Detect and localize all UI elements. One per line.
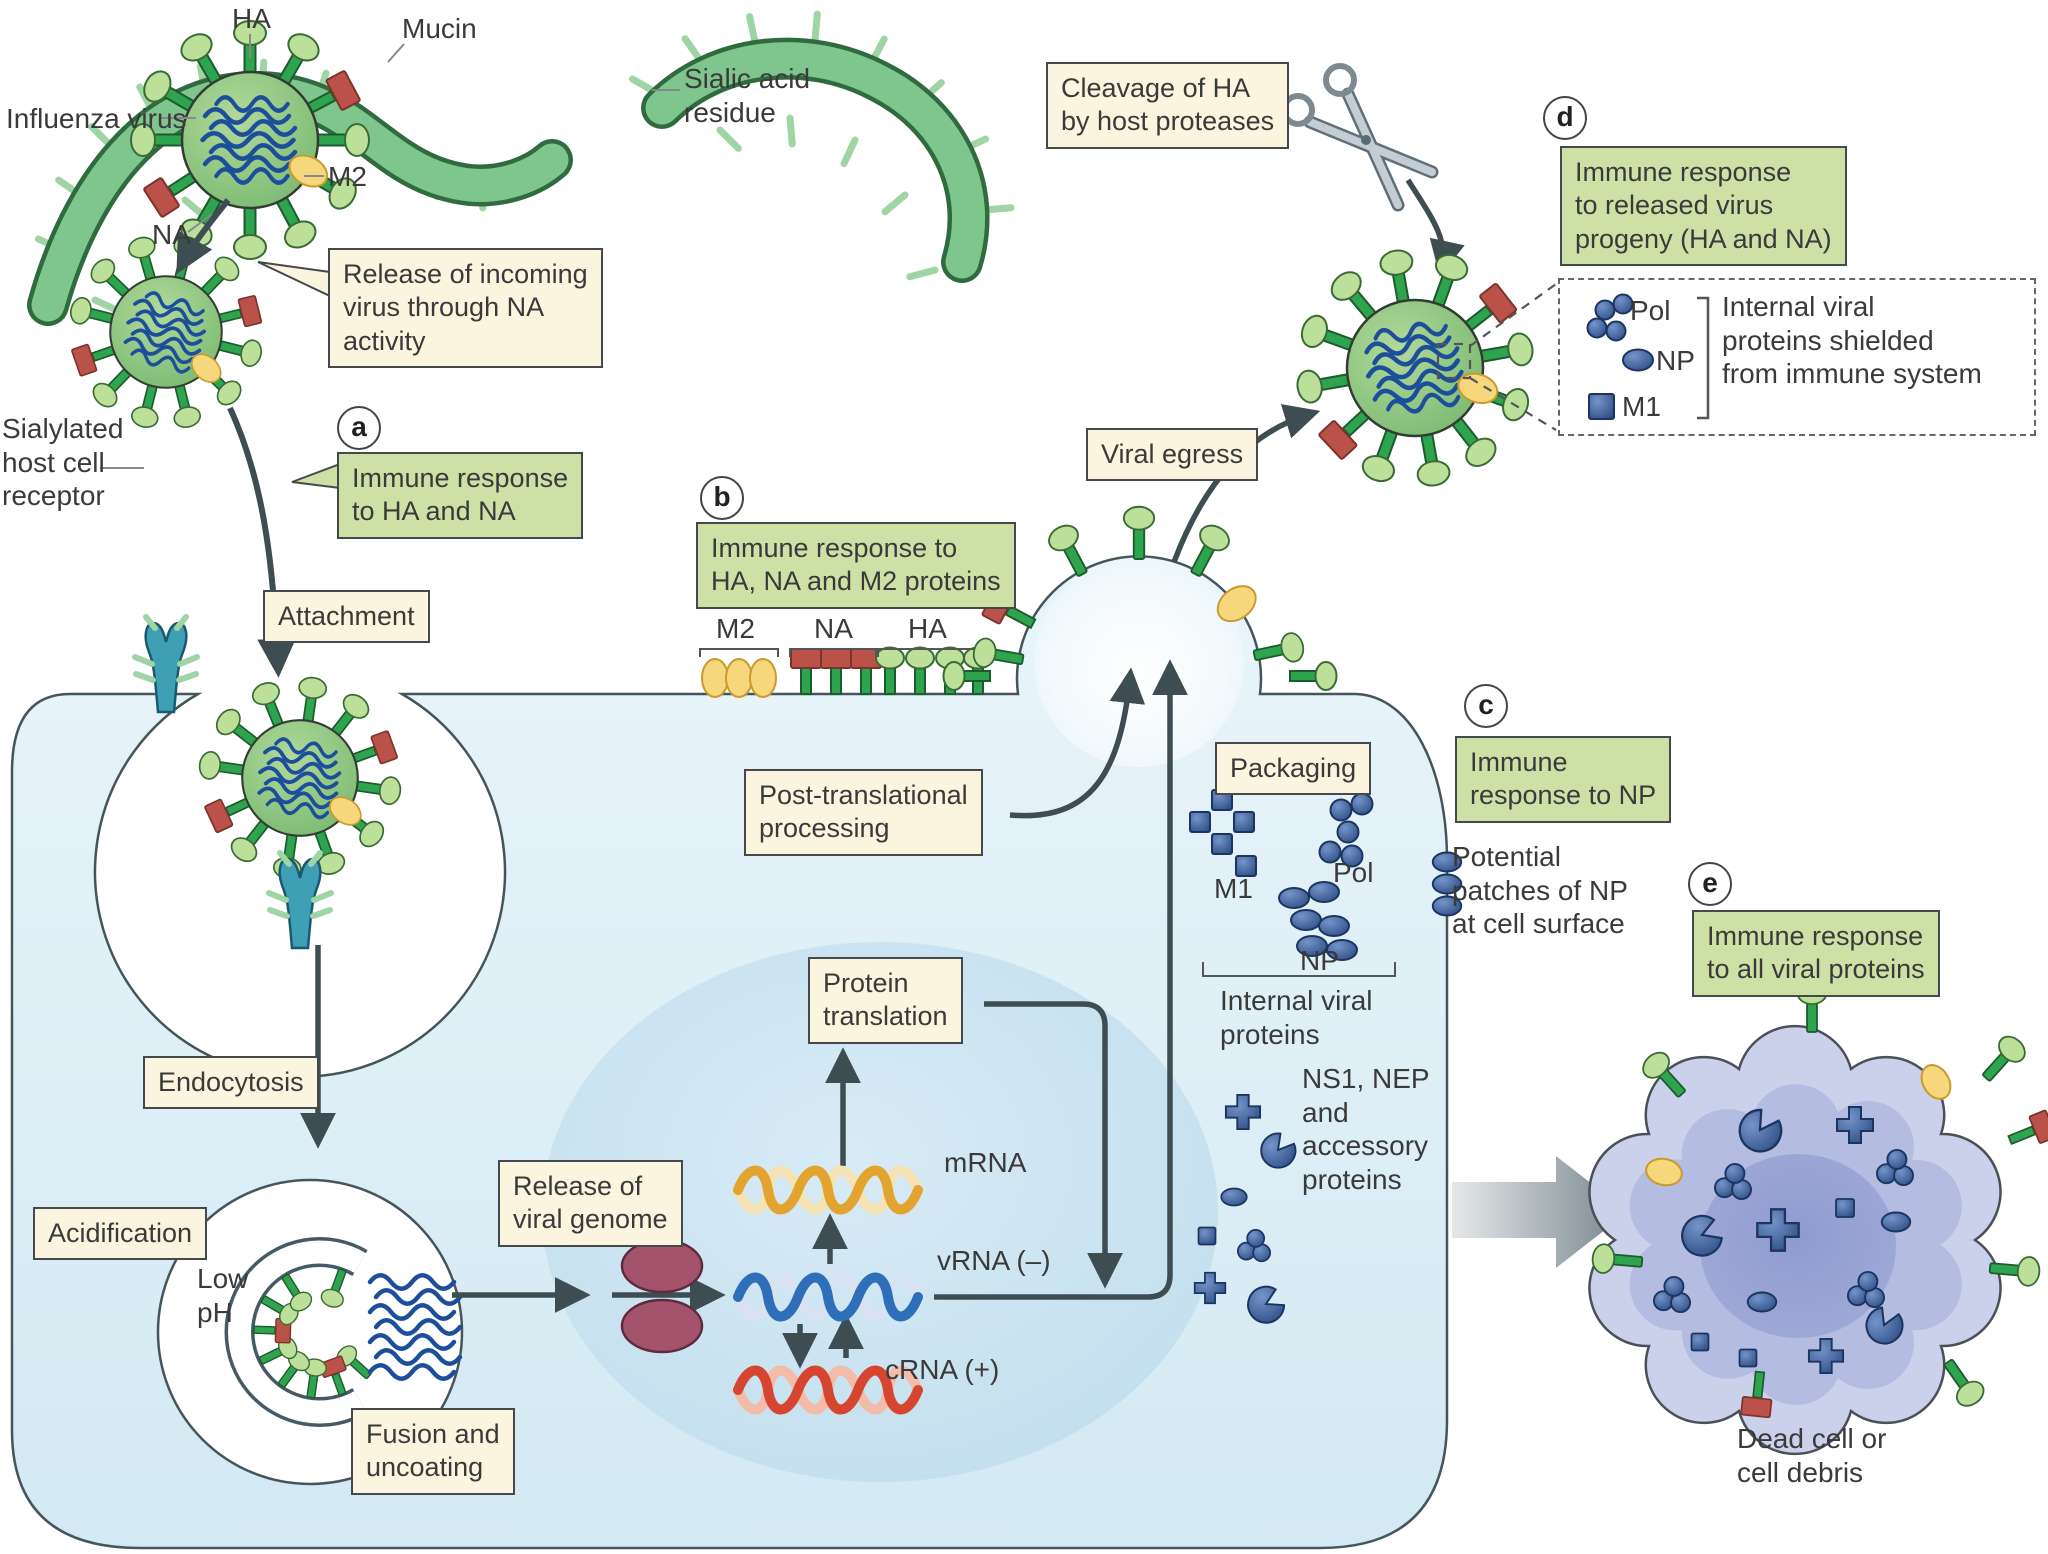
callout-wedge bbox=[291, 462, 341, 490]
d-legend-icons bbox=[1586, 293, 1710, 420]
endocytosis-box: Endocytosis bbox=[143, 1056, 319, 1110]
vrna-label: vRNA (–) bbox=[937, 1245, 1051, 1276]
scissors-icon bbox=[1281, 63, 1439, 212]
pathway-arrows bbox=[300, 178, 1465, 1369]
attachment-box: Attachment bbox=[263, 590, 430, 644]
budding-virion bbox=[970, 505, 1307, 675]
immune-d-box: Immune response to released virus progen… bbox=[1560, 146, 1847, 267]
sialylated-receptor-label: Sialylated host cell receptor bbox=[2, 413, 124, 512]
crna-helix-icon bbox=[733, 1365, 923, 1415]
callout-wedge bbox=[257, 261, 331, 298]
mrna-label: mRNA bbox=[944, 1147, 1027, 1178]
budding-vesicle bbox=[1034, 557, 1244, 767]
vrna-helix-icon bbox=[733, 1272, 923, 1322]
m2-label: M2 bbox=[328, 161, 367, 192]
pkg-np-label: NP bbox=[1300, 945, 1339, 976]
panel-letter-d: d bbox=[1543, 96, 1587, 140]
immune-b-box: Immune response to HA, NA and M2 protein… bbox=[696, 522, 1016, 609]
to-dead-cell-arrow bbox=[1452, 1156, 1628, 1268]
immune-e-box: Immune response to all viral proteins bbox=[1692, 910, 1940, 997]
m2-protein-row bbox=[699, 648, 779, 698]
released-virion-icon bbox=[1277, 230, 1553, 506]
attached-virion-icon bbox=[186, 664, 414, 892]
pol-cluster-icon bbox=[1318, 792, 1374, 868]
sialic-acid-label: Sialic acid residue bbox=[684, 63, 811, 128]
release-genome-box: Release of viral genome bbox=[498, 1160, 683, 1247]
m2-row-label: M2 bbox=[716, 613, 755, 644]
mrna-helix-icon bbox=[733, 1165, 923, 1215]
dead-cell-label: Dead cell or cell debris bbox=[1737, 1423, 1887, 1488]
d-caption-label: Internal viral proteins shielded from im… bbox=[1722, 291, 1982, 390]
mucin-icon bbox=[632, 14, 1010, 283]
panel-letter-e: e bbox=[1688, 862, 1732, 906]
na-protein-row bbox=[789, 648, 882, 695]
release-arrow bbox=[176, 198, 231, 275]
ha-label: HA bbox=[232, 3, 271, 34]
immune-a-box: Immune response to HA and NA bbox=[337, 452, 584, 539]
d-m1-label: M1 bbox=[1622, 391, 1661, 422]
cleavage-box: Cleavage of HA by host proteases bbox=[1046, 62, 1290, 149]
polymerase-icon bbox=[620, 1238, 704, 1354]
mucin-label: Mucin bbox=[402, 13, 477, 44]
acidification-box: Acidification bbox=[33, 1207, 208, 1261]
d-legend-box bbox=[1558, 278, 2036, 436]
panel-letter-a: a bbox=[337, 406, 381, 450]
pkg-m1-label: M1 bbox=[1214, 873, 1253, 904]
d-pol-label: Pol bbox=[1630, 295, 1671, 326]
viral-egress-box: Viral egress bbox=[1086, 428, 1259, 482]
pkg-pol-label: Pol bbox=[1333, 857, 1374, 888]
d-np-label: NP bbox=[1656, 345, 1695, 376]
na-row-label: NA bbox=[814, 613, 853, 644]
internal-proteins-bracket bbox=[1202, 962, 1396, 977]
low-ph-label: Low pH bbox=[197, 1263, 249, 1328]
magnify-callout bbox=[1436, 283, 1557, 431]
dead-cell bbox=[1588, 981, 2048, 1456]
ns1-label: NS1, NEP and accessory proteins bbox=[1302, 1063, 1430, 1195]
packaging-box: Packaging bbox=[1215, 742, 1372, 796]
influenza-virus-label: Influenza virus bbox=[6, 103, 187, 134]
internal-proteins-label: Internal viral proteins bbox=[1220, 985, 1373, 1050]
ha-row-label: HA bbox=[908, 613, 947, 644]
panel-letter-c: c bbox=[1464, 684, 1508, 728]
post-translational-box: Post-translational processing bbox=[744, 769, 983, 856]
crna-label: cRNA (+) bbox=[885, 1354, 1000, 1385]
leader-lines bbox=[100, 34, 680, 469]
panel-letter-b: b bbox=[700, 476, 744, 520]
fusion-uncoating-box: Fusion and uncoating bbox=[351, 1408, 515, 1495]
potential-np-label: Potential patches of NP at cell surface bbox=[1452, 841, 1628, 940]
na-label: NA bbox=[152, 219, 191, 250]
release-incoming-box: Release of incoming virus through NA act… bbox=[328, 248, 603, 369]
protein-translation-box: Protein translation bbox=[808, 957, 963, 1044]
immune-c-box: Immune response to NP bbox=[1455, 736, 1672, 823]
